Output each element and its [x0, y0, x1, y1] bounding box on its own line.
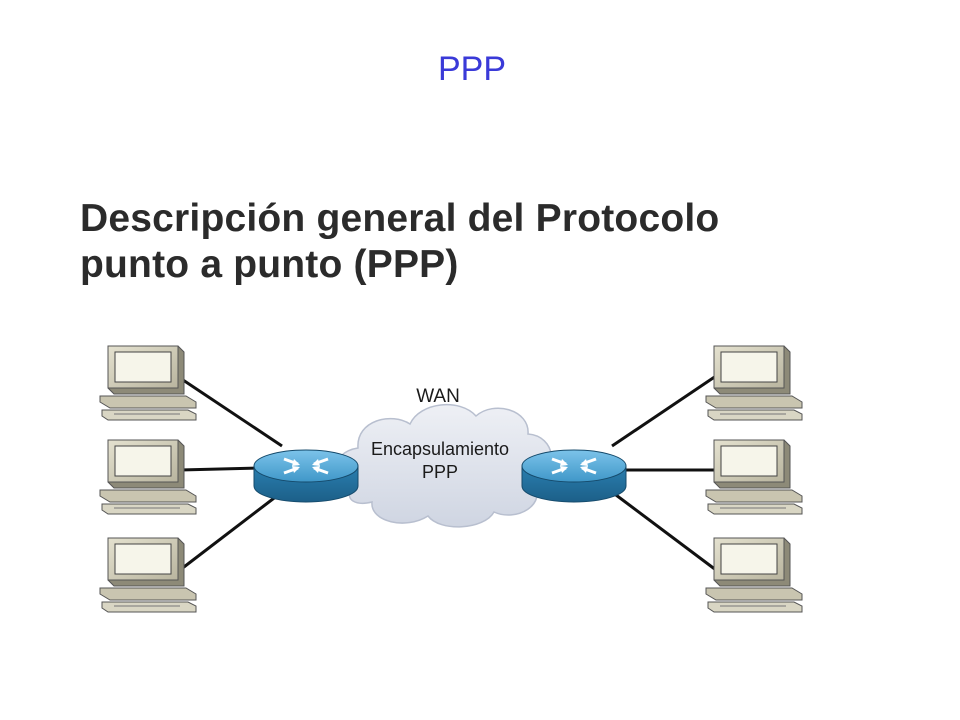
link-left-3: [179, 490, 283, 572]
link-right-1: [611, 374, 717, 448]
link-left-1: [179, 376, 283, 448]
heading-line-1: Descripción general del Protocolo: [80, 197, 720, 240]
heading: Descripción general del Protocolo punto …: [80, 196, 719, 288]
slide-title: PPP: [437, 50, 507, 88]
pc-left-1-icon: [99, 345, 197, 421]
connection-lines: [179, 374, 717, 572]
router-left-icon: [252, 448, 360, 504]
pc-right-2-icon: [705, 439, 803, 515]
wan-label: WAN: [416, 386, 460, 407]
pc-right-3-icon: [705, 537, 803, 613]
pc-left-2-icon: [99, 439, 197, 515]
link-left-2: [179, 466, 263, 472]
cloud-text-line-1: Encapsulamiento: [371, 439, 509, 459]
heading-line-2: punto a punto (PPP): [80, 243, 459, 286]
link-right-3: [611, 490, 717, 572]
pc-right-1-icon: [705, 345, 803, 421]
router-right-icon: [520, 448, 628, 504]
wan-cloud: [332, 403, 552, 528]
cloud-text-line-2: PPP: [422, 462, 458, 482]
pc-left-3-icon: [99, 537, 197, 613]
